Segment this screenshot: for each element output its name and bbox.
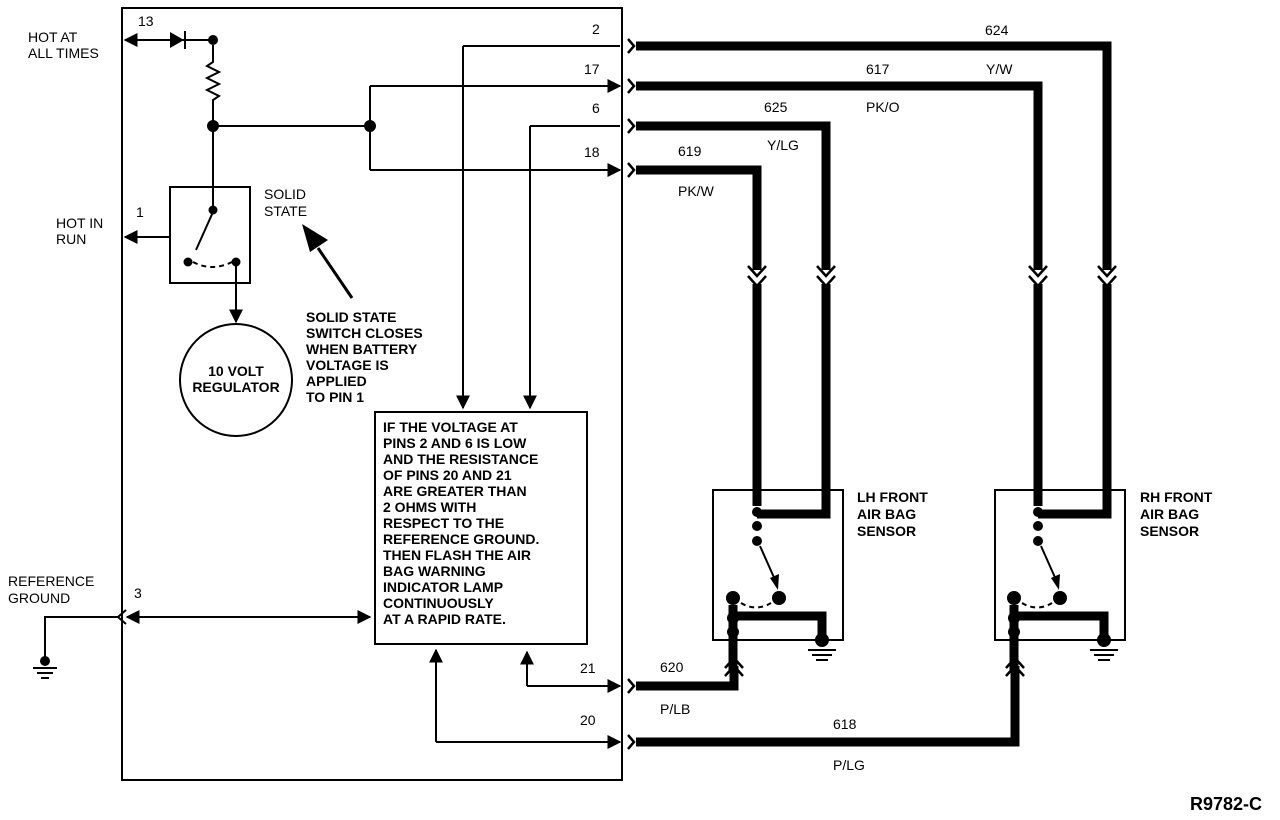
- pin-20-label: 20: [580, 712, 596, 728]
- switch-contact: [183, 257, 193, 267]
- switch-note-line: TO PIN 1: [306, 389, 364, 405]
- circuit-618-wire: [636, 666, 1020, 747]
- logic-note-line: CONTINUOUSLY: [383, 595, 494, 611]
- logic-note: IF THE VOLTAGE AT PINS 2 AND 6 IS LOW AN…: [383, 419, 539, 627]
- circuit-624-wire: [1038, 284, 1112, 519]
- regulator-label: 10 VOLT: [208, 363, 264, 379]
- hot-at-all-times-label: HOT AT: [28, 29, 78, 45]
- regulator-label-line2: REGULATOR: [192, 379, 279, 395]
- diagnostic-module-outline: [121, 7, 623, 781]
- circuit-620-label: 620: [660, 659, 684, 675]
- circuit-617-wire: [636, 81, 1043, 270]
- module-connector-chevrons: [627, 38, 636, 750]
- wire-color-yw-label: Y/W: [986, 61, 1013, 77]
- logic-note-line: PINS 2 AND 6 IS LOW: [383, 435, 527, 451]
- lh-sensor-switch: [726, 507, 827, 670]
- solid-state-label-line2: STATE: [264, 203, 307, 219]
- pin-18-label: 18: [584, 144, 600, 160]
- wire-color-pkw-label: PK/W: [678, 183, 715, 199]
- switch-note-line: WHEN BATTERY: [306, 341, 418, 357]
- switch-blade: [195, 211, 214, 251]
- reference-ground-label: REFERENCE: [8, 573, 94, 589]
- switch-contact: [208, 205, 218, 215]
- circuit-625-label: 625: [764, 99, 788, 115]
- hot-in-run-label-line2: RUN: [56, 231, 86, 247]
- circuit-618-label: 618: [833, 716, 857, 732]
- wire-color-plb-label: P/LB: [660, 701, 690, 717]
- circuit-625-wire: [636, 121, 831, 270]
- pin-3-label: 3: [134, 585, 142, 601]
- solid-state-label: SOLID: [264, 186, 306, 202]
- rh-sensor-label-line3: SENSOR: [1140, 523, 1199, 539]
- pin-1-label: 1: [136, 204, 144, 220]
- sensor-lower-connectors: [724, 656, 1025, 677]
- circuit-624-label: 624: [985, 22, 1009, 38]
- circuit-619-wire: [636, 165, 762, 270]
- circuit-625-wire: [757, 284, 831, 519]
- pin-17-label: 17: [584, 61, 600, 77]
- logic-note-line: IF THE VOLTAGE AT: [383, 419, 518, 435]
- wire-color-pko-label: PK/O: [866, 99, 900, 115]
- lh-front-air-bag-sensor-box: [712, 489, 844, 641]
- pin-6-label: 6: [592, 100, 600, 116]
- junction-dot: [208, 35, 218, 45]
- logic-note-line: REFERENCE GROUND.: [383, 531, 539, 547]
- pin-21-label: 21: [580, 660, 596, 676]
- circuit-620-wire: [636, 666, 739, 691]
- pin-2-label: 2: [592, 21, 600, 37]
- switch-note-line: SWITCH CLOSES: [306, 325, 423, 341]
- inline-connectors: [747, 265, 1117, 288]
- wire-color-ylg-label: Y/LG: [767, 137, 799, 153]
- lh-sensor-label: LH FRONT: [857, 489, 928, 505]
- rh-sensor-label-line2: AIR BAG: [1140, 506, 1199, 522]
- logic-note-line: AT A RAPID RATE.: [383, 611, 506, 627]
- hot-at-all-times-label-line2: ALL TIMES: [28, 45, 99, 61]
- rh-sensor-label: RH FRONT: [1140, 489, 1213, 505]
- logic-note-line: OF PINS 20 AND 21: [383, 467, 512, 483]
- figure-id: R9782-C: [1190, 794, 1262, 814]
- solid-state-switch-box: [169, 186, 251, 284]
- switch-note-line: APPLIED: [306, 373, 367, 389]
- logic-note-line: THEN FLASH THE AIR: [383, 547, 531, 563]
- resistor-icon: [204, 45, 222, 126]
- lh-sensor-label-line3: SENSOR: [857, 523, 916, 539]
- voltage-regulator: [179, 323, 293, 437]
- diode-icon: [170, 31, 186, 49]
- switch-note-line: VOLTAGE IS: [306, 357, 389, 373]
- logic-note-line: 2 OHMS WITH: [383, 499, 476, 515]
- logic-note-line: AND THE RESISTANCE: [383, 451, 538, 467]
- logic-note-line: BAG WARNING: [383, 563, 486, 579]
- logic-note-line: RESPECT TO THE: [383, 515, 504, 531]
- pin-13-label: 13: [138, 13, 154, 29]
- ground-symbol-icon: [33, 656, 57, 679]
- circuit-619-label: 619: [678, 143, 702, 159]
- lh-sensor-label-line2: AIR BAG: [857, 506, 916, 522]
- circuit-624-wire: [636, 41, 1112, 270]
- ground-symbol-icon: [808, 633, 836, 661]
- hot-in-run-label: HOT IN: [56, 215, 103, 231]
- ground-symbol-icon: [1090, 633, 1118, 661]
- logic-note-line: INDICATOR LAMP: [383, 579, 503, 595]
- switch-link-dashed: [192, 261, 233, 268]
- reference-ground-label-line2: GROUND: [8, 590, 70, 606]
- switch-note: SOLID STATE SWITCH CLOSES WHEN BATTERY V…: [306, 309, 423, 405]
- logic-note-line: ARE GREATER THAN: [383, 483, 527, 499]
- reference-ground-wire: [44, 616, 118, 658]
- switch-contact: [231, 257, 241, 267]
- rh-sensor-switch: [1007, 507, 1109, 670]
- callout-arrow: [302, 224, 354, 299]
- rh-front-air-bag-sensor-box: [994, 489, 1126, 641]
- circuit-617-label: 617: [866, 61, 890, 77]
- switch-note-line: SOLID STATE: [306, 309, 396, 325]
- wire-color-plg-label: P/LG: [833, 757, 865, 773]
- logic-note-box: [374, 411, 588, 645]
